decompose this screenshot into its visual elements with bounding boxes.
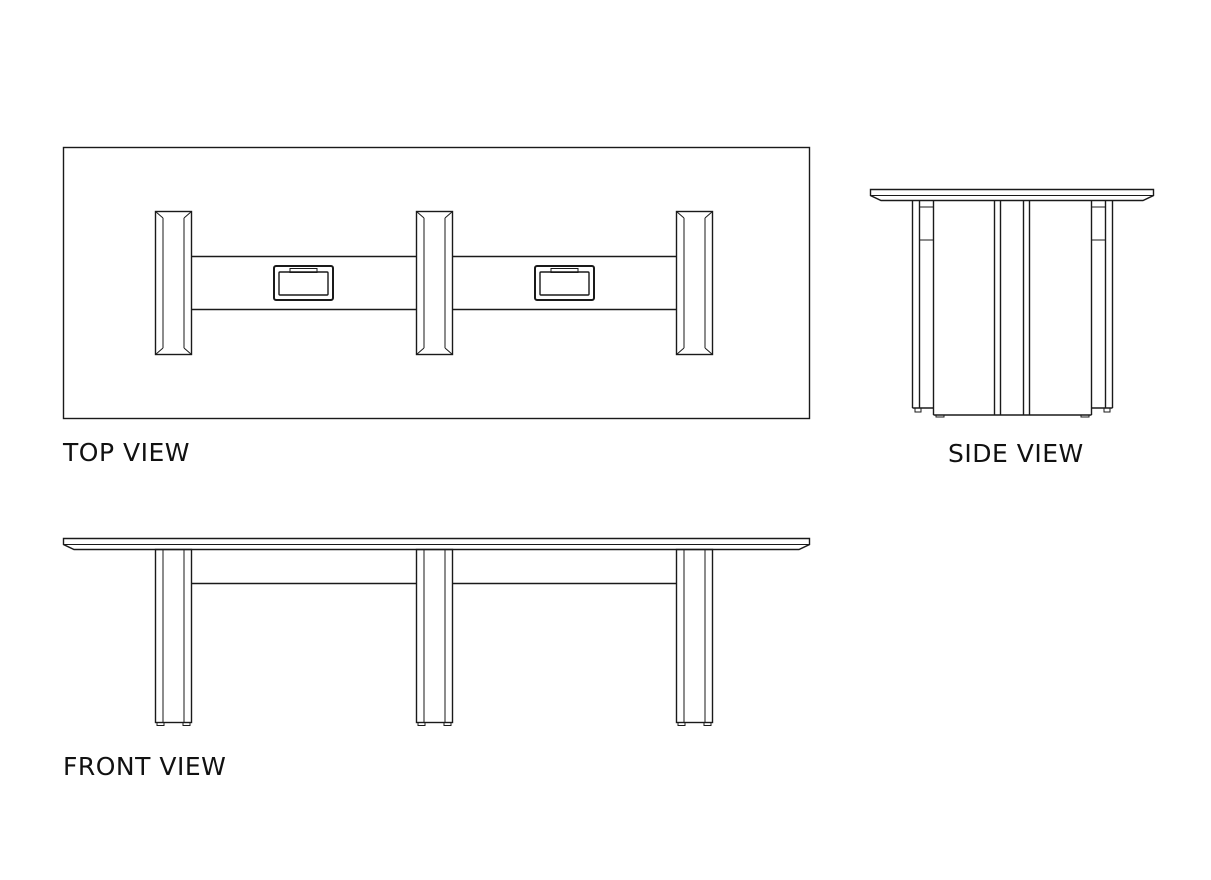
- side-view-label: SIDE VIEW: [948, 439, 1084, 468]
- side-view: [869, 188, 1155, 418]
- top-view-leg-center: [415, 210, 454, 356]
- top-view-leg-left: [154, 210, 193, 356]
- front-view-leg-right: [675, 548, 714, 726]
- top-view-stretcher-right: [452, 255, 676, 311]
- top-view-stretcher-left: [192, 255, 416, 311]
- top-view-leg-right: [675, 210, 714, 356]
- front-view: [62, 537, 811, 726]
- front-view-leg-center: [415, 548, 454, 726]
- top-view-label: TOP VIEW: [63, 438, 190, 467]
- side-view-center-panel: [932, 200, 1093, 418]
- top-view: [62, 146, 811, 420]
- top-view-cable-box-right: [534, 265, 595, 301]
- front-view-leg-left: [154, 548, 193, 726]
- top-view-tabletop-outline: [62, 146, 811, 420]
- front-view-label: FRONT VIEW: [63, 752, 227, 781]
- top-view-cable-box-left: [273, 265, 334, 301]
- side-view-leg-right: [1091, 200, 1114, 413]
- side-view-leg-left: [911, 200, 934, 413]
